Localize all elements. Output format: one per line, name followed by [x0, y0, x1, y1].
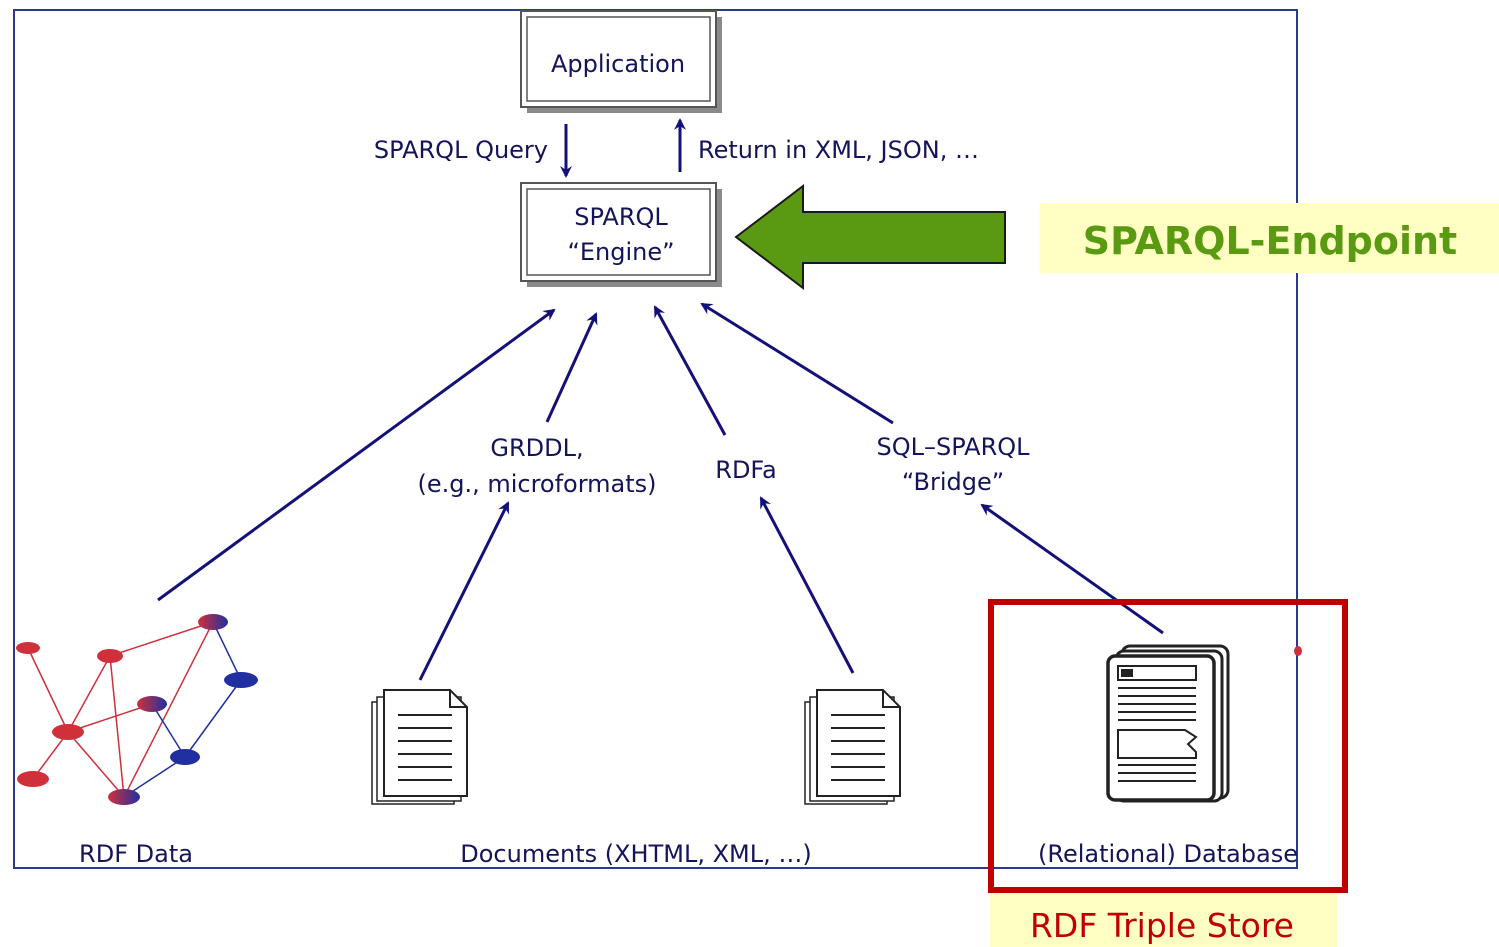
diagram-frame [13, 9, 1298, 869]
endpoint-arrow-icon [734, 183, 1006, 291]
rdf-graph-icon [16, 614, 258, 805]
engine-label-line1: SPARQL [574, 203, 668, 231]
bridge-label-line2: “Bridge” [902, 468, 1004, 496]
grddl-label-line1: GRDDL, [490, 434, 583, 462]
database-icon [1106, 644, 1230, 803]
grddl-label-line2: (e.g., microformats) [417, 470, 656, 498]
edge-mark [1294, 646, 1302, 656]
rdf-data-label: RDF Data [79, 840, 193, 868]
document-stack-icon [371, 689, 468, 805]
triple-store-highlight [988, 599, 1348, 893]
rdf-to-engine-arrow [157, 308, 556, 602]
bridge-to-engine-arrow [700, 302, 894, 425]
rdfa-label: RDFa [715, 456, 776, 484]
document-stack-icon [804, 689, 901, 805]
return-format-label: Return in XML, JSON, … [698, 136, 979, 164]
application-label: Application [551, 50, 685, 78]
rdfa-to-engine-arrow [653, 305, 727, 436]
database-to-bridge-arrow [980, 503, 1164, 635]
endpoint-callout-label: SPARQL-Endpoint [1083, 219, 1457, 263]
application-box: Application [520, 10, 722, 113]
documents-label: Documents (XHTML, XML, …) [460, 840, 811, 868]
triple-store-callout-bg [990, 893, 1337, 947]
bridge-label-line1: SQL–SPARQL [876, 433, 1030, 461]
documents-to-rdfa-arrow [759, 496, 855, 674]
triple-store-callout-label: RDF Triple Store [1030, 906, 1294, 945]
documents-to-grddl-arrow [418, 501, 510, 681]
engine-label-line2: “Engine” [567, 238, 674, 266]
grddl-to-engine-arrow [545, 312, 598, 423]
endpoint-callout-bg [1040, 203, 1499, 273]
sparql-query-label: SPARQL Query [374, 136, 548, 164]
sparql-engine-box: SPARQL “Engine” [520, 182, 722, 287]
database-label: (Relational) Database [1038, 840, 1298, 868]
